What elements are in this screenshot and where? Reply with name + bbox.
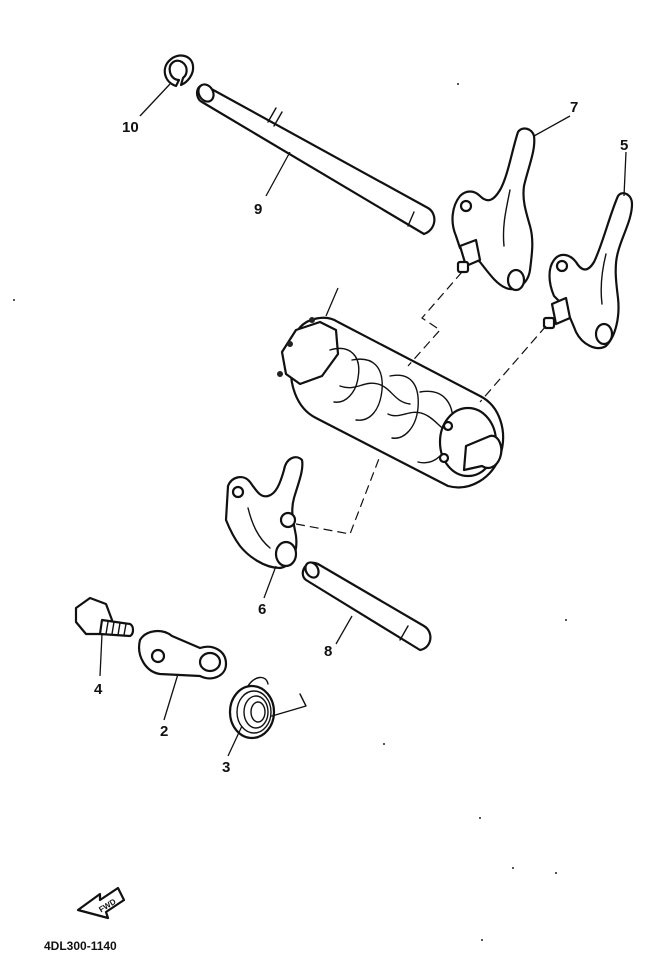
- callout-labels: 10 9 7 5 6 8 4 2 3: [94, 99, 628, 776]
- shift-fork-shaft-part-9[interactable]: [195, 82, 436, 236]
- circlip-part-10[interactable]: [163, 54, 195, 88]
- stopper-lever-part-2[interactable]: [138, 630, 228, 680]
- engagement-lines: [295, 271, 547, 535]
- shift-fork-part-7[interactable]: [451, 127, 536, 292]
- scan-specks: [13, 83, 567, 941]
- shift-fork-part-5[interactable]: [542, 192, 634, 350]
- callout-3: 3: [222, 759, 230, 776]
- shift-drum[interactable]: [277, 287, 505, 489]
- callout-9: 9: [254, 201, 262, 218]
- torsion-spring-part-3[interactable]: [228, 676, 307, 740]
- callout-8: 8: [324, 643, 332, 660]
- callout-5: 5: [620, 137, 628, 154]
- callout-7: 7: [570, 99, 578, 116]
- drawing-code: 4DL300-1140: [44, 939, 117, 953]
- callout-2: 2: [160, 723, 168, 740]
- callout-10: 10: [122, 119, 139, 136]
- callout-4: 4: [94, 681, 103, 698]
- bolt-part-4[interactable]: [74, 596, 135, 638]
- shift-fork-part-6[interactable]: [224, 456, 304, 570]
- callout-leaders: [99, 83, 627, 757]
- forward-arrow-icon: FWD: [76, 886, 126, 920]
- callout-6: 6: [258, 601, 266, 618]
- shift-fork-shaft-part-8[interactable]: [301, 560, 432, 652]
